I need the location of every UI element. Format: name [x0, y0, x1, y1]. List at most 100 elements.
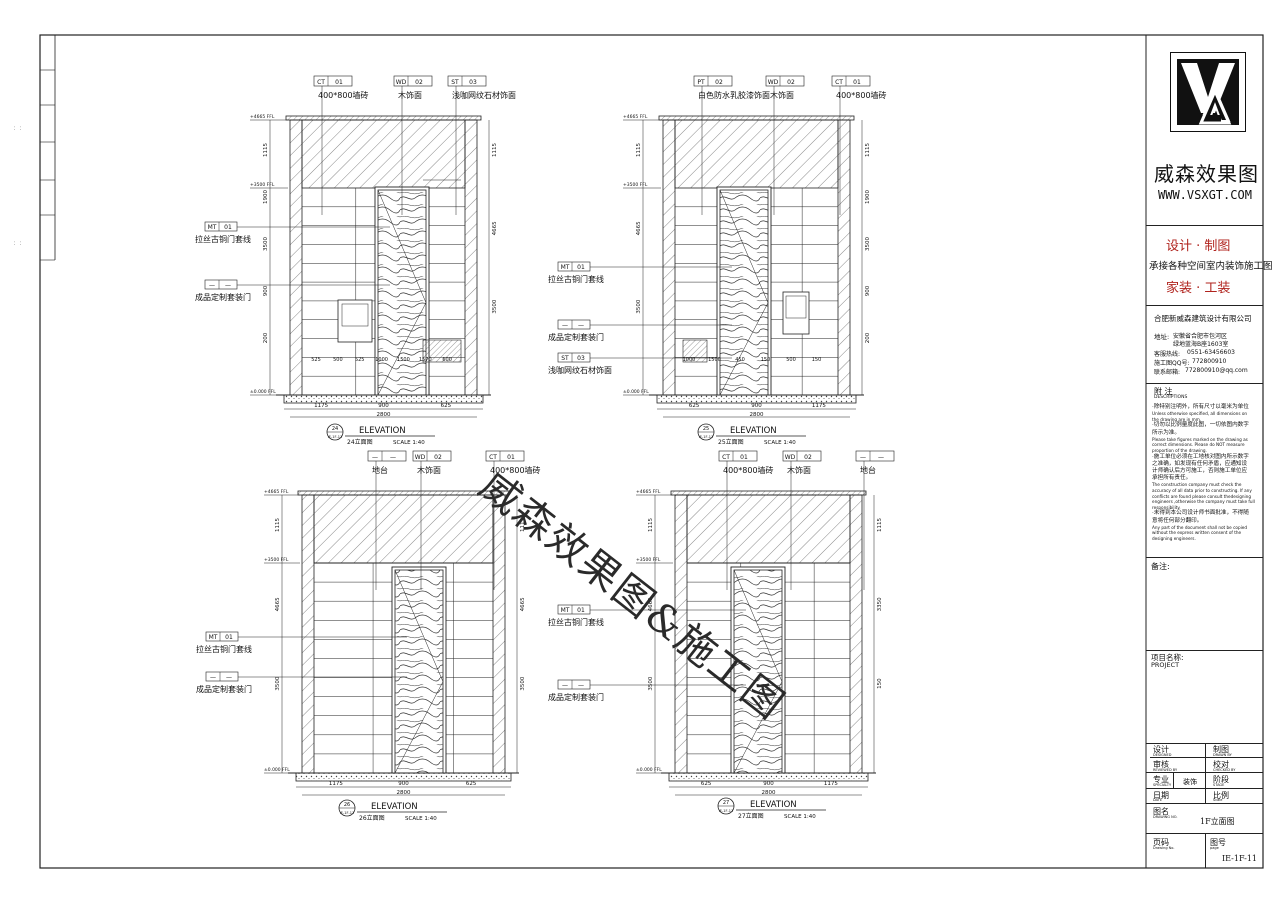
ceiling-zone — [674, 119, 839, 189]
project-label-en: PROJECT — [1151, 661, 1180, 669]
material-text: 木饰面 — [417, 465, 441, 475]
material-num: 01 — [224, 224, 232, 231]
ceiling-zone — [301, 119, 466, 189]
level-label: ±0.000 FFL — [623, 389, 649, 395]
dim-left: 4665 — [275, 597, 281, 611]
dim-right: 1115 — [520, 518, 526, 532]
elevation-ref: IE-1F-11 — [328, 435, 342, 439]
material-text: 拉丝古铜门套线 — [548, 274, 604, 284]
material-code: WD — [415, 454, 426, 461]
svg-text:· ·: · · — [12, 241, 17, 245]
elevation-scale: SCALE 1:40 — [393, 440, 425, 446]
scale-label-en: Scale — [1213, 798, 1223, 802]
company-name: 合肥新威森建筑设计有限公司 — [1154, 314, 1252, 323]
brand-website: WWW.VSXGT.COM — [1158, 188, 1252, 202]
dim-bottom: 625 — [689, 403, 700, 409]
level-label: +4665 FFL — [264, 489, 289, 495]
elevation-caption: ELEVATION — [730, 426, 777, 436]
note-line: ·除特别注明外，所有尺寸以毫米为单位 — [1152, 404, 1249, 410]
cabinet-inner — [341, 303, 369, 327]
elevation-24: +4665 FFL+3500 FFL±0.000 FFL111519003500… — [195, 75, 516, 446]
dim-right: 1900 — [865, 190, 871, 204]
door-swing-line — [719, 302, 769, 396]
material-num: 01 — [577, 607, 585, 614]
stage-label-en: STAGE — [1213, 783, 1225, 787]
material-code: ST — [451, 79, 459, 86]
wall-left — [301, 494, 315, 774]
material-tag — [557, 261, 591, 272]
ceiling-slab — [670, 490, 867, 496]
note-line: 之准确，如发现有任何矛盾，应通知设 — [1152, 460, 1248, 467]
elevation-number: 27 — [723, 800, 729, 806]
door-swing-line — [719, 189, 769, 303]
door-panel — [394, 569, 444, 774]
material-text: 浅咖网纹石材饰面 — [548, 365, 612, 375]
dim-right: 3500 — [492, 299, 498, 313]
material-code: MT — [208, 224, 217, 231]
dim-inner: 500 — [786, 357, 796, 363]
material-num: 02 — [434, 454, 442, 461]
material-num: 02 — [787, 79, 795, 86]
material-num: 03 — [469, 79, 477, 86]
dim-right: 3500 — [520, 676, 526, 690]
material-text: 400*800墙砖 — [723, 465, 774, 475]
drawing-name-label-en: DRAWING NO. — [1153, 815, 1178, 819]
note-line: responsibility. — [1152, 504, 1181, 510]
note-line: 所示为准。 — [1152, 429, 1180, 436]
dim-inner: 1000 — [683, 357, 696, 363]
material-tag — [718, 450, 758, 462]
material-text: 成品定制套装门 — [548, 332, 604, 342]
svg-text:· ·: · · — [18, 241, 23, 245]
note-line: correct dimensions. Please do NOT measur… — [1152, 442, 1245, 448]
checked-label-en: REVIEWED BY — [1153, 768, 1178, 772]
dim-left: 4665 — [648, 597, 654, 611]
material-tag — [557, 319, 591, 330]
material-code: MT — [209, 634, 218, 641]
material-num: — — [226, 674, 232, 681]
level-label: +4665 FFL — [636, 489, 661, 495]
design-label-en: DESIGNED — [1153, 753, 1172, 757]
note-line: 意将任何部分翻印。 — [1152, 517, 1203, 524]
floor-slab — [656, 394, 857, 404]
vanity-basin — [682, 339, 708, 363]
drawn-label-en: DRAWN BY — [1213, 753, 1232, 757]
material-tag — [205, 631, 239, 642]
checked-label: 审核 — [1153, 760, 1169, 769]
note-line: conflicts are found please consult thede… — [1152, 493, 1251, 499]
ceiling-zone — [686, 494, 851, 564]
material-num: — — [390, 454, 396, 461]
level-label: ±0.000 FFL — [250, 389, 276, 395]
email-label: 联系邮箱: — [1154, 369, 1181, 376]
proofread-label: 校对 — [1213, 760, 1229, 769]
svg-text:· ·: · · — [12, 126, 17, 130]
cabinet-inner — [785, 295, 807, 319]
material-code: — — [860, 454, 866, 461]
hotline-label: 客服热线: — [1154, 351, 1181, 358]
dim-left: 3500 — [263, 237, 269, 251]
material-num: 01 — [225, 634, 233, 641]
elevation-number: 25 — [703, 426, 709, 432]
elevation-ref: IE-1F-11 — [699, 435, 713, 439]
dim-left: 1115 — [263, 143, 269, 157]
specialty-label-en: SPECIALTY — [1153, 783, 1172, 787]
material-tag — [765, 75, 805, 87]
material-text: 浅咖网纹石材饰面 — [452, 90, 516, 100]
dim-total: 2800 — [762, 790, 776, 796]
dim-bottom: 900 — [763, 781, 774, 787]
level-label: +4665 FFL — [623, 114, 648, 120]
note-line: Any part of the document shall not be co… — [1152, 524, 1248, 530]
material-tag — [412, 450, 452, 462]
specialty-label: 专业 — [1153, 775, 1169, 784]
date-label: 日期 — [1153, 791, 1169, 800]
address-line-2: 绿地蓝海B座1603室 — [1173, 341, 1229, 348]
material-tag — [693, 75, 733, 87]
material-tag — [557, 679, 591, 690]
brand-logo — [1170, 52, 1246, 132]
material-num: 02 — [804, 454, 812, 461]
dim-bottom: 1175 — [314, 403, 328, 409]
dim-inner: 1500 — [397, 357, 410, 363]
brand-name: 威森效果图 — [1154, 162, 1259, 186]
material-text: 木饰面 — [398, 90, 422, 100]
door-panel — [733, 569, 783, 774]
